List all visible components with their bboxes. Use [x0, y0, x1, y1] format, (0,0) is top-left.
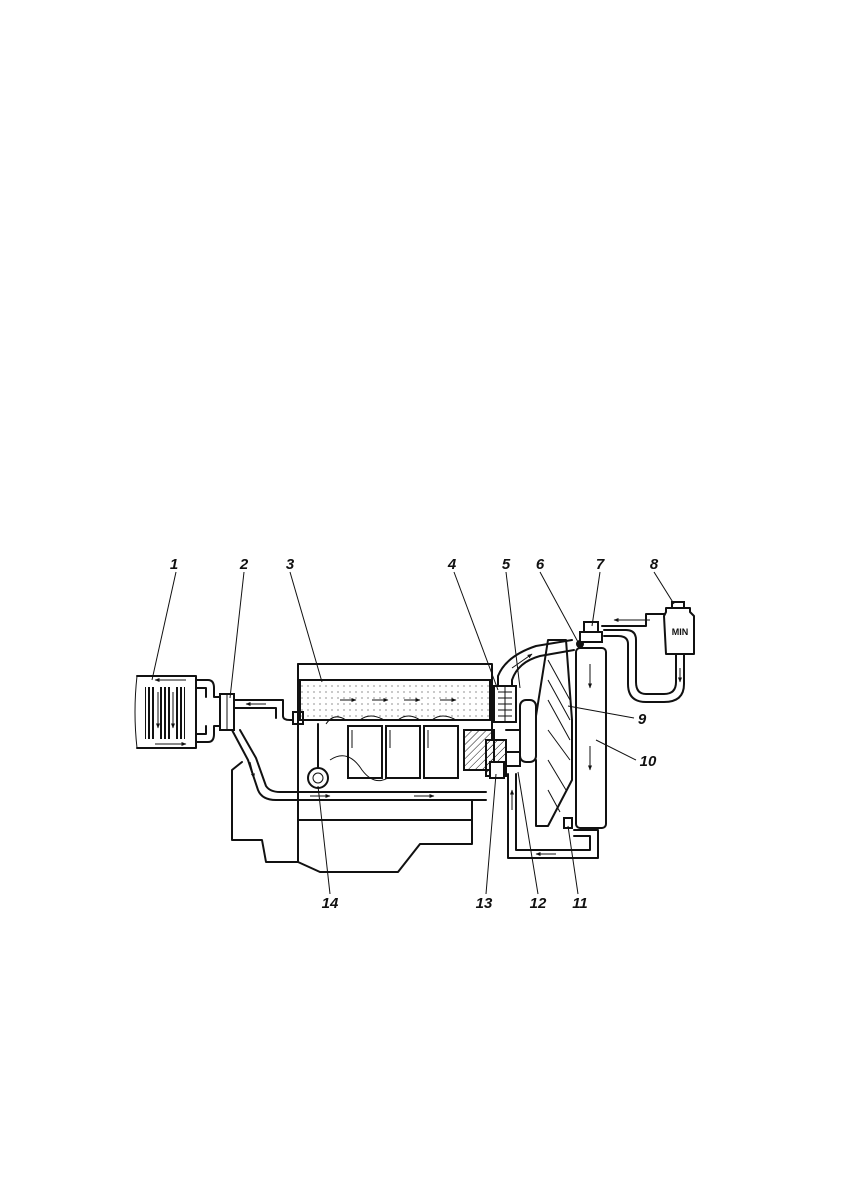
callout-10: 10 — [640, 753, 657, 770]
radiator — [564, 622, 606, 828]
upper-radiator-hose — [498, 640, 574, 686]
callout-11: 11 — [572, 895, 588, 912]
heater-valve — [220, 694, 234, 730]
callout-3: 3 — [286, 556, 295, 573]
thermostat — [494, 686, 516, 722]
callout-13: 13 — [476, 895, 493, 912]
fan — [520, 640, 572, 826]
heater-pipes — [196, 680, 220, 742]
callout-6: 6 — [536, 556, 545, 573]
callout-12: 12 — [530, 895, 547, 912]
callout-8: 8 — [650, 556, 659, 573]
pump-inlet — [490, 762, 504, 778]
heater-supply-pipe — [234, 700, 303, 724]
callout-4: 4 — [447, 556, 457, 573]
heater-radiator — [135, 676, 196, 748]
callout-7: 7 — [596, 556, 605, 573]
callout-5: 5 — [502, 556, 511, 573]
callout-1: 1 — [170, 556, 178, 573]
tank-min-marking: MIN — [672, 627, 689, 637]
callout-2: 2 — [239, 556, 249, 573]
callout-14: 14 — [322, 895, 339, 912]
engine-block — [232, 664, 494, 872]
callout-9: 9 — [638, 711, 647, 728]
expansion-tank: MIN — [602, 602, 694, 702]
